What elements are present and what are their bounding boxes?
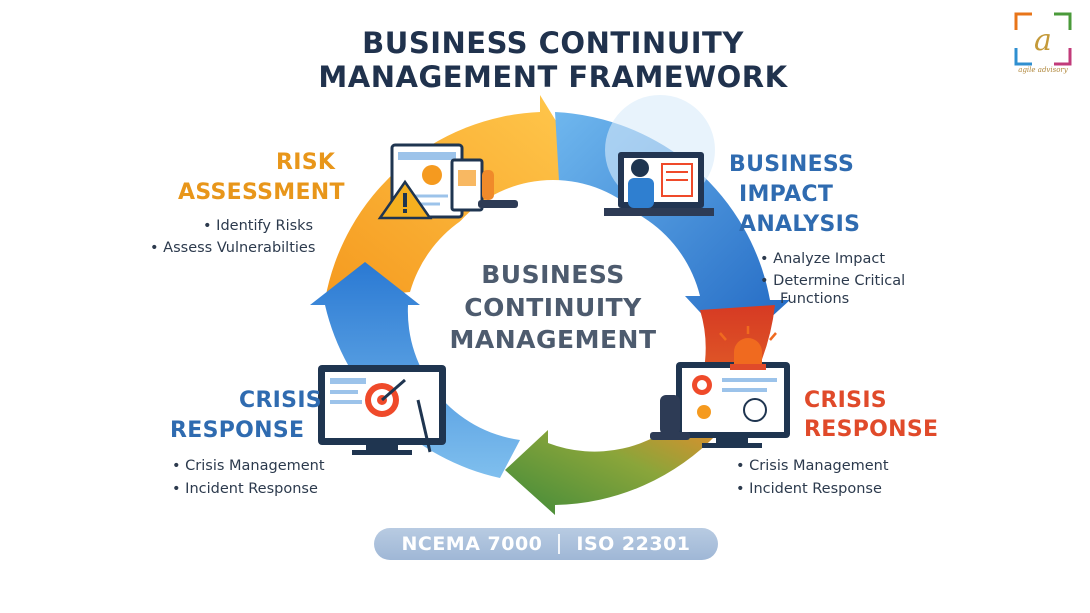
badge-separator (558, 534, 561, 554)
crisis-right-bullet-2: • Incident Response (736, 481, 882, 497)
logo-tagline: agile advisory (1018, 66, 1068, 74)
center-label-line-3: MANAGEMENT (449, 325, 657, 354)
risk-heading-line-2: ASSESSMENT (178, 180, 345, 205)
crisis-right-heading-line-2: RESPONSE (804, 417, 939, 442)
risk-bullet-1: • Identify Risks (203, 218, 314, 234)
bia-heading-line-3: ANALYSIS (739, 212, 861, 237)
bia-bullet-2-continued: Functions (780, 291, 850, 307)
crisis-left-heading-line-2: RESPONSE (170, 418, 305, 443)
standards-badge: NCEMA 7000 ISO 22301 (374, 528, 718, 560)
center-label-line-1: BUSINESS (481, 260, 625, 289)
svg-text:a: a (1034, 23, 1052, 58)
crisis-left-bullet-1: • Crisis Management (172, 458, 325, 474)
page-title-line-1: BUSINESS CONTINUITY (362, 26, 744, 60)
bia-heading-line-2: IMPACT (739, 182, 834, 207)
crisis-right-heading-line-1: CRISIS (804, 388, 887, 413)
page-title-line-2: MANAGEMENT FRAMEWORK (318, 60, 788, 94)
alarm-monitor-illustration (650, 326, 790, 448)
analyst-monitor-illustration (604, 95, 715, 216)
standard-iso: ISO 22301 (576, 533, 691, 555)
agile-advisory-logo: a (1014, 12, 1072, 66)
bia-bullet-1: • Analyze Impact (760, 251, 886, 267)
report-warning-illustration (377, 143, 518, 220)
bia-bullet-2: • Determine Critical (760, 273, 906, 289)
crisis-right-bullet-1: • Crisis Management (736, 458, 889, 474)
center-label-line-2: CONTINUITY (464, 293, 642, 322)
risk-heading-line-1: RISK (276, 150, 336, 175)
crisis-left-heading-line-1: CRISIS (239, 388, 322, 413)
bia-heading-line-1: BUSINESS (729, 152, 855, 177)
crisis-left-bullet-2: • Incident Response (172, 481, 318, 497)
risk-bullet-2: • Assess Vulnerabilties (150, 240, 316, 256)
target-monitor-illustration (318, 365, 446, 455)
standard-ncema: NCEMA 7000 (401, 533, 543, 555)
